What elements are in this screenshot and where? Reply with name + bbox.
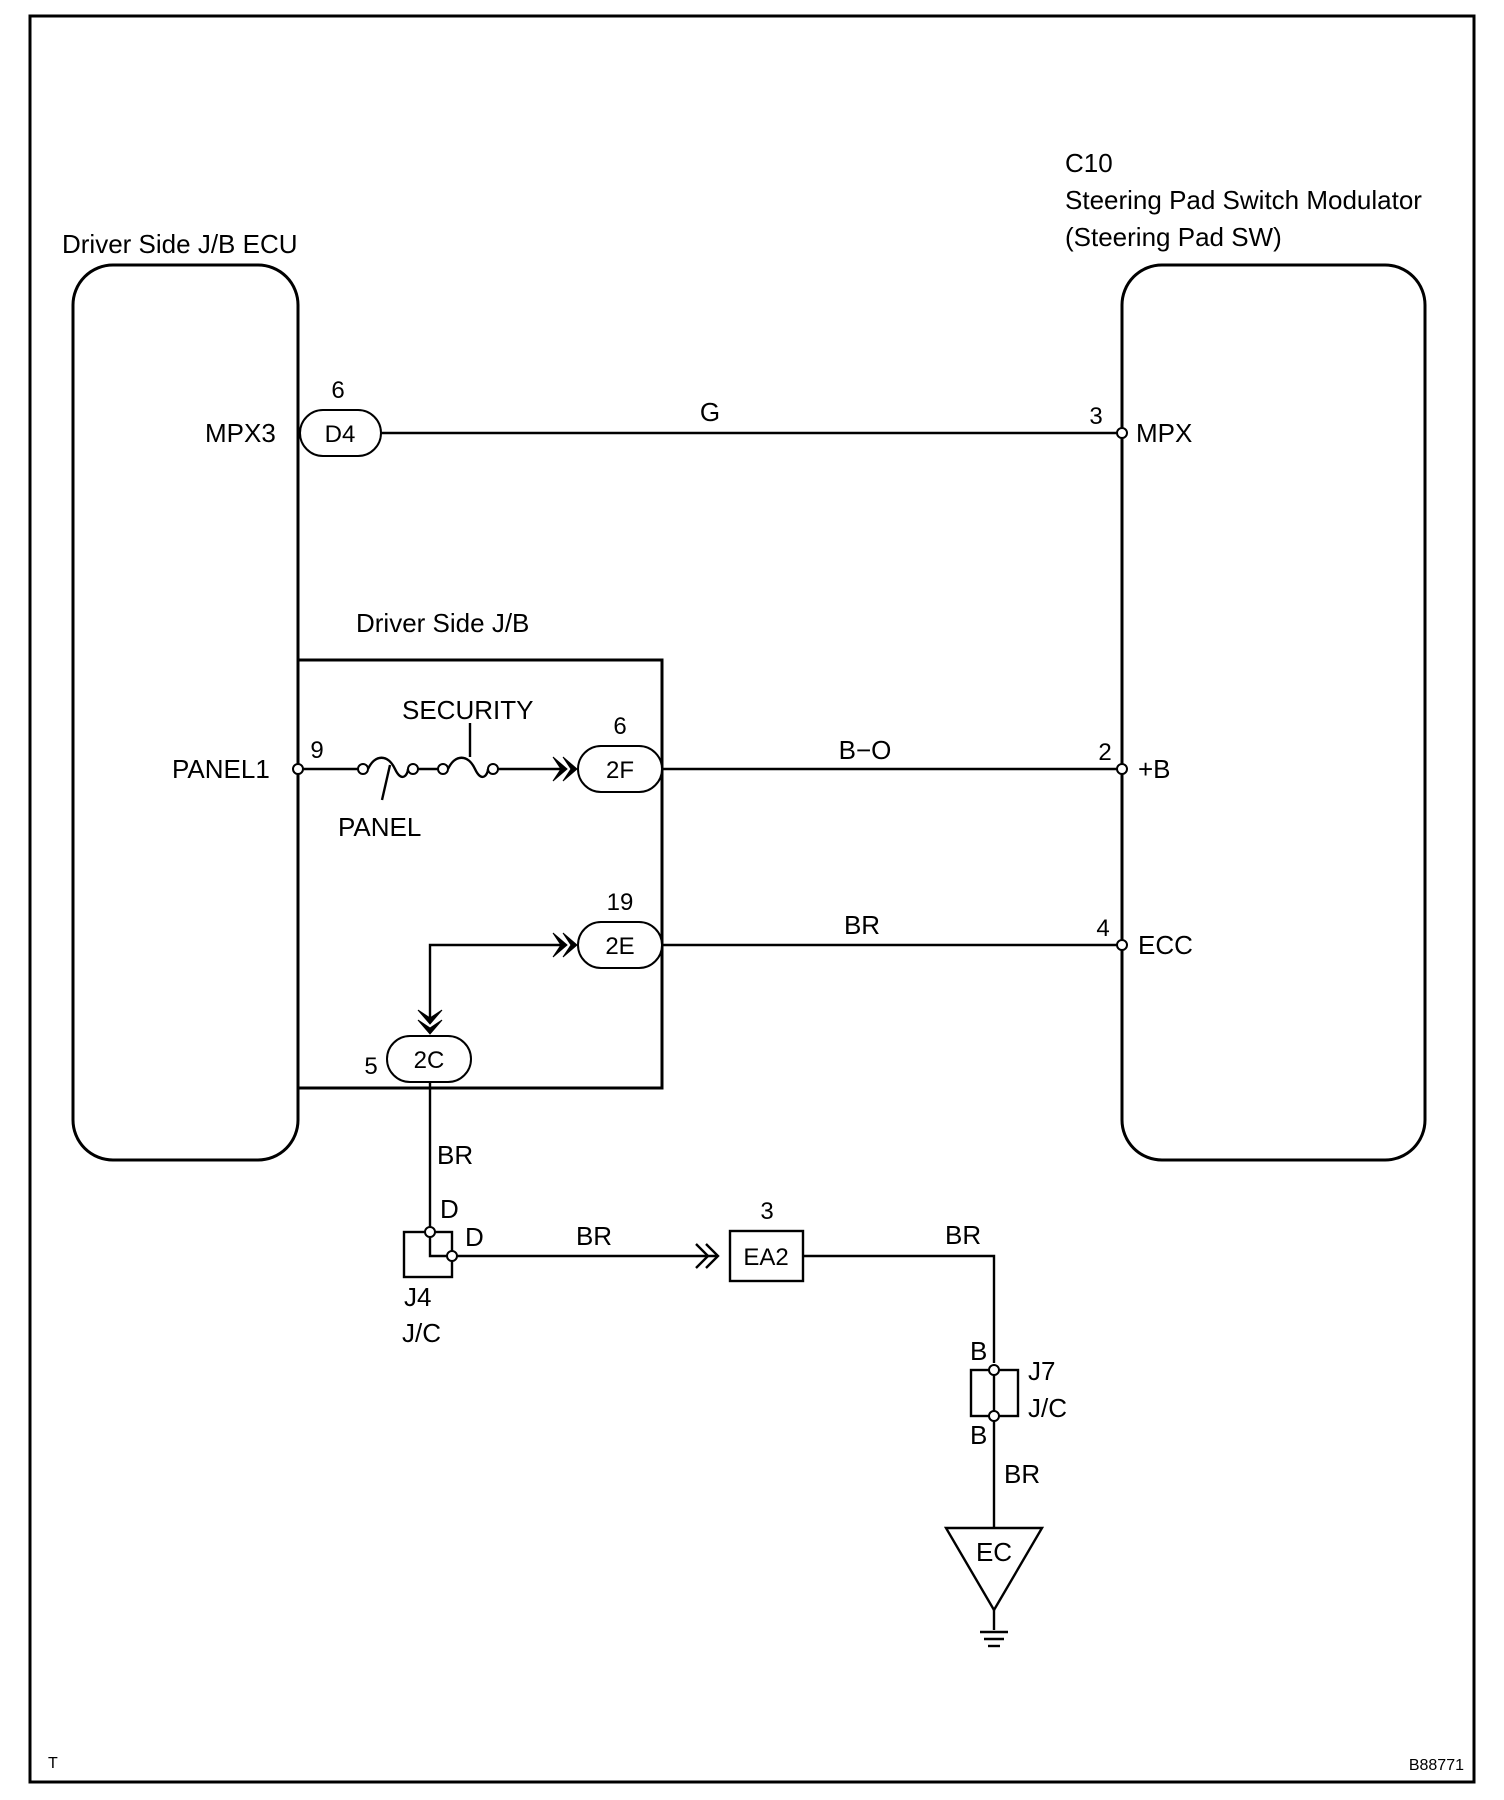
fuse-panel <box>366 756 410 779</box>
terminal-dot-panel1 <box>292 763 304 775</box>
wire-plus-b-color: B−O <box>839 735 892 765</box>
arrow-into-ea2 <box>695 1243 720 1269</box>
junction-j4 <box>402 1230 454 1279</box>
arrow-into-2f <box>552 756 578 782</box>
connector-d4-label: D4 <box>325 421 356 448</box>
wire-mpx-color: G <box>700 397 720 427</box>
terminal-dot-plus-b <box>1116 763 1128 775</box>
terminal-mpx3: MPX3 <box>205 418 276 448</box>
terminal-panel1: PANEL1 <box>172 754 270 784</box>
modulator-title: Steering Pad Switch Modulator <box>1065 185 1422 215</box>
steering-pad-modulator-block <box>1120 263 1427 1162</box>
junction-j7-pin-top <box>988 1364 1000 1376</box>
junction-j4-type: J/C <box>402 1318 441 1348</box>
connector-2c-label: 2C <box>414 1047 445 1074</box>
pin-mpx: 3 <box>1089 403 1102 430</box>
wire-2c-down-color: BR <box>437 1140 473 1170</box>
connector-2e-pin: 19 <box>607 889 634 916</box>
wire-ea2-out-color: BR <box>945 1220 981 1250</box>
junction-j7-type: J/C <box>1028 1393 1067 1423</box>
connector-2c-pin: 5 <box>364 1053 377 1080</box>
connector-2f-pin: 6 <box>613 713 626 740</box>
fuse-panel-leader <box>380 764 392 801</box>
ground-triangle <box>943 1526 1045 1613</box>
pin-panel1: 9 <box>310 737 323 764</box>
wire-ea2-out <box>803 1254 996 1363</box>
wire-ecc-color: BR <box>844 910 880 940</box>
terminal-dot-mpx <box>1116 427 1128 439</box>
wire-2c-to-2e <box>428 943 563 1020</box>
fuse-panel-contact-1 <box>357 763 369 775</box>
terminal-mpx: MPX <box>1136 418 1192 448</box>
junction-j4-pin-out-label: D <box>465 1222 484 1252</box>
junction-j4-pin-in <box>424 1226 436 1238</box>
wire-j4-to-ea2-color: BR <box>576 1221 612 1251</box>
junction-j4-code: J4 <box>404 1282 431 1312</box>
jb-title: Driver Side J/B <box>356 608 529 638</box>
terminal-dot-ecc <box>1116 939 1128 951</box>
fuse-security-contact-1 <box>437 763 449 775</box>
ground-label: EC <box>976 1537 1012 1567</box>
fuse-security-contact-2 <box>487 763 499 775</box>
connector-ea2-label: EA2 <box>743 1244 788 1271</box>
arrow-into-2c <box>417 1009 443 1035</box>
connector-2e-label: 2E <box>605 933 634 960</box>
connector-d4-pin: 6 <box>331 377 344 404</box>
junction-j7-code: J7 <box>1028 1356 1055 1386</box>
junction-j4-link <box>428 1232 452 1258</box>
driver-side-jb-ecu-block <box>71 263 300 1162</box>
terminal-plus-b: +B <box>1138 754 1171 784</box>
connector-ea2-pin: 3 <box>760 1198 773 1225</box>
fuse-security <box>446 756 490 779</box>
connector-d4 <box>299 409 382 457</box>
modulator-code: C10 <box>1065 148 1113 178</box>
junction-j7-pin-bottom-label: B <box>970 1420 987 1450</box>
ecu-title: Driver Side J/B ECU <box>62 229 298 259</box>
figure-code: B88771 <box>1409 1757 1464 1774</box>
arrow-into-2e <box>552 932 578 958</box>
connector-ea2 <box>728 1229 805 1283</box>
diagram-frame <box>28 14 1476 1784</box>
fuse-panel-contact-2 <box>407 763 419 775</box>
driver-side-jb-box <box>296 658 664 1090</box>
junction-j4-pin-out <box>446 1250 458 1262</box>
junction-j7-pin-top-label: B <box>970 1336 987 1366</box>
pin-ecc: 4 <box>1096 915 1109 942</box>
fuse-panel-label: PANEL <box>338 812 421 842</box>
pin-plus-b: 2 <box>1098 739 1111 766</box>
junction-j4-pin-in-label: D <box>440 1194 459 1224</box>
junction-j7-pin-bottom <box>988 1410 1000 1422</box>
fuse-security-label: SECURITY <box>402 695 533 725</box>
connector-2f-label: 2F <box>606 757 634 784</box>
corner-mark: T <box>48 1755 58 1772</box>
wire-ground-color: BR <box>1004 1459 1040 1489</box>
terminal-ecc: ECC <box>1138 930 1193 960</box>
modulator-subtitle: (Steering Pad SW) <box>1065 222 1282 252</box>
